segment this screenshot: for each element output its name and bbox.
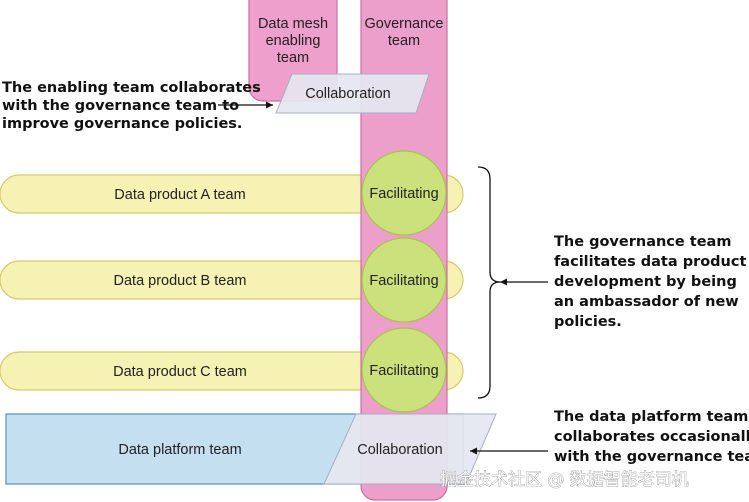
enabling-collaboration-label: Collaboration	[305, 86, 390, 102]
facilitating-label-c: Facilitating	[369, 363, 438, 379]
data-platform-team-label: Data platform team	[118, 442, 241, 458]
platform-collaboration-label: Collaboration	[357, 442, 442, 458]
data-product-a-team-label: Data product A team	[114, 187, 245, 203]
data-product-a-team-box	[0, 174, 464, 214]
facilitating-label-a: Facilitating	[369, 186, 438, 202]
watermark: 掘金技术社区 @ 数据智能老司机	[440, 470, 689, 490]
data-product-c-team-box	[0, 351, 464, 391]
facilitating-circle-a	[361, 150, 447, 236]
data-product-b-team-label: Data product B team	[114, 273, 247, 289]
facilitating-label-b: Facilitating	[369, 273, 438, 289]
data-product-c-team-label: Data product C team	[113, 364, 247, 380]
data-product-b-team-box	[0, 260, 464, 300]
platform-collaboration-shape	[323, 413, 497, 485]
enabling-collaboration-shape	[275, 73, 430, 114]
facilitating-circle-c	[361, 327, 447, 413]
governance-bracket	[477, 166, 501, 399]
facilitating-circle-b	[361, 237, 447, 323]
